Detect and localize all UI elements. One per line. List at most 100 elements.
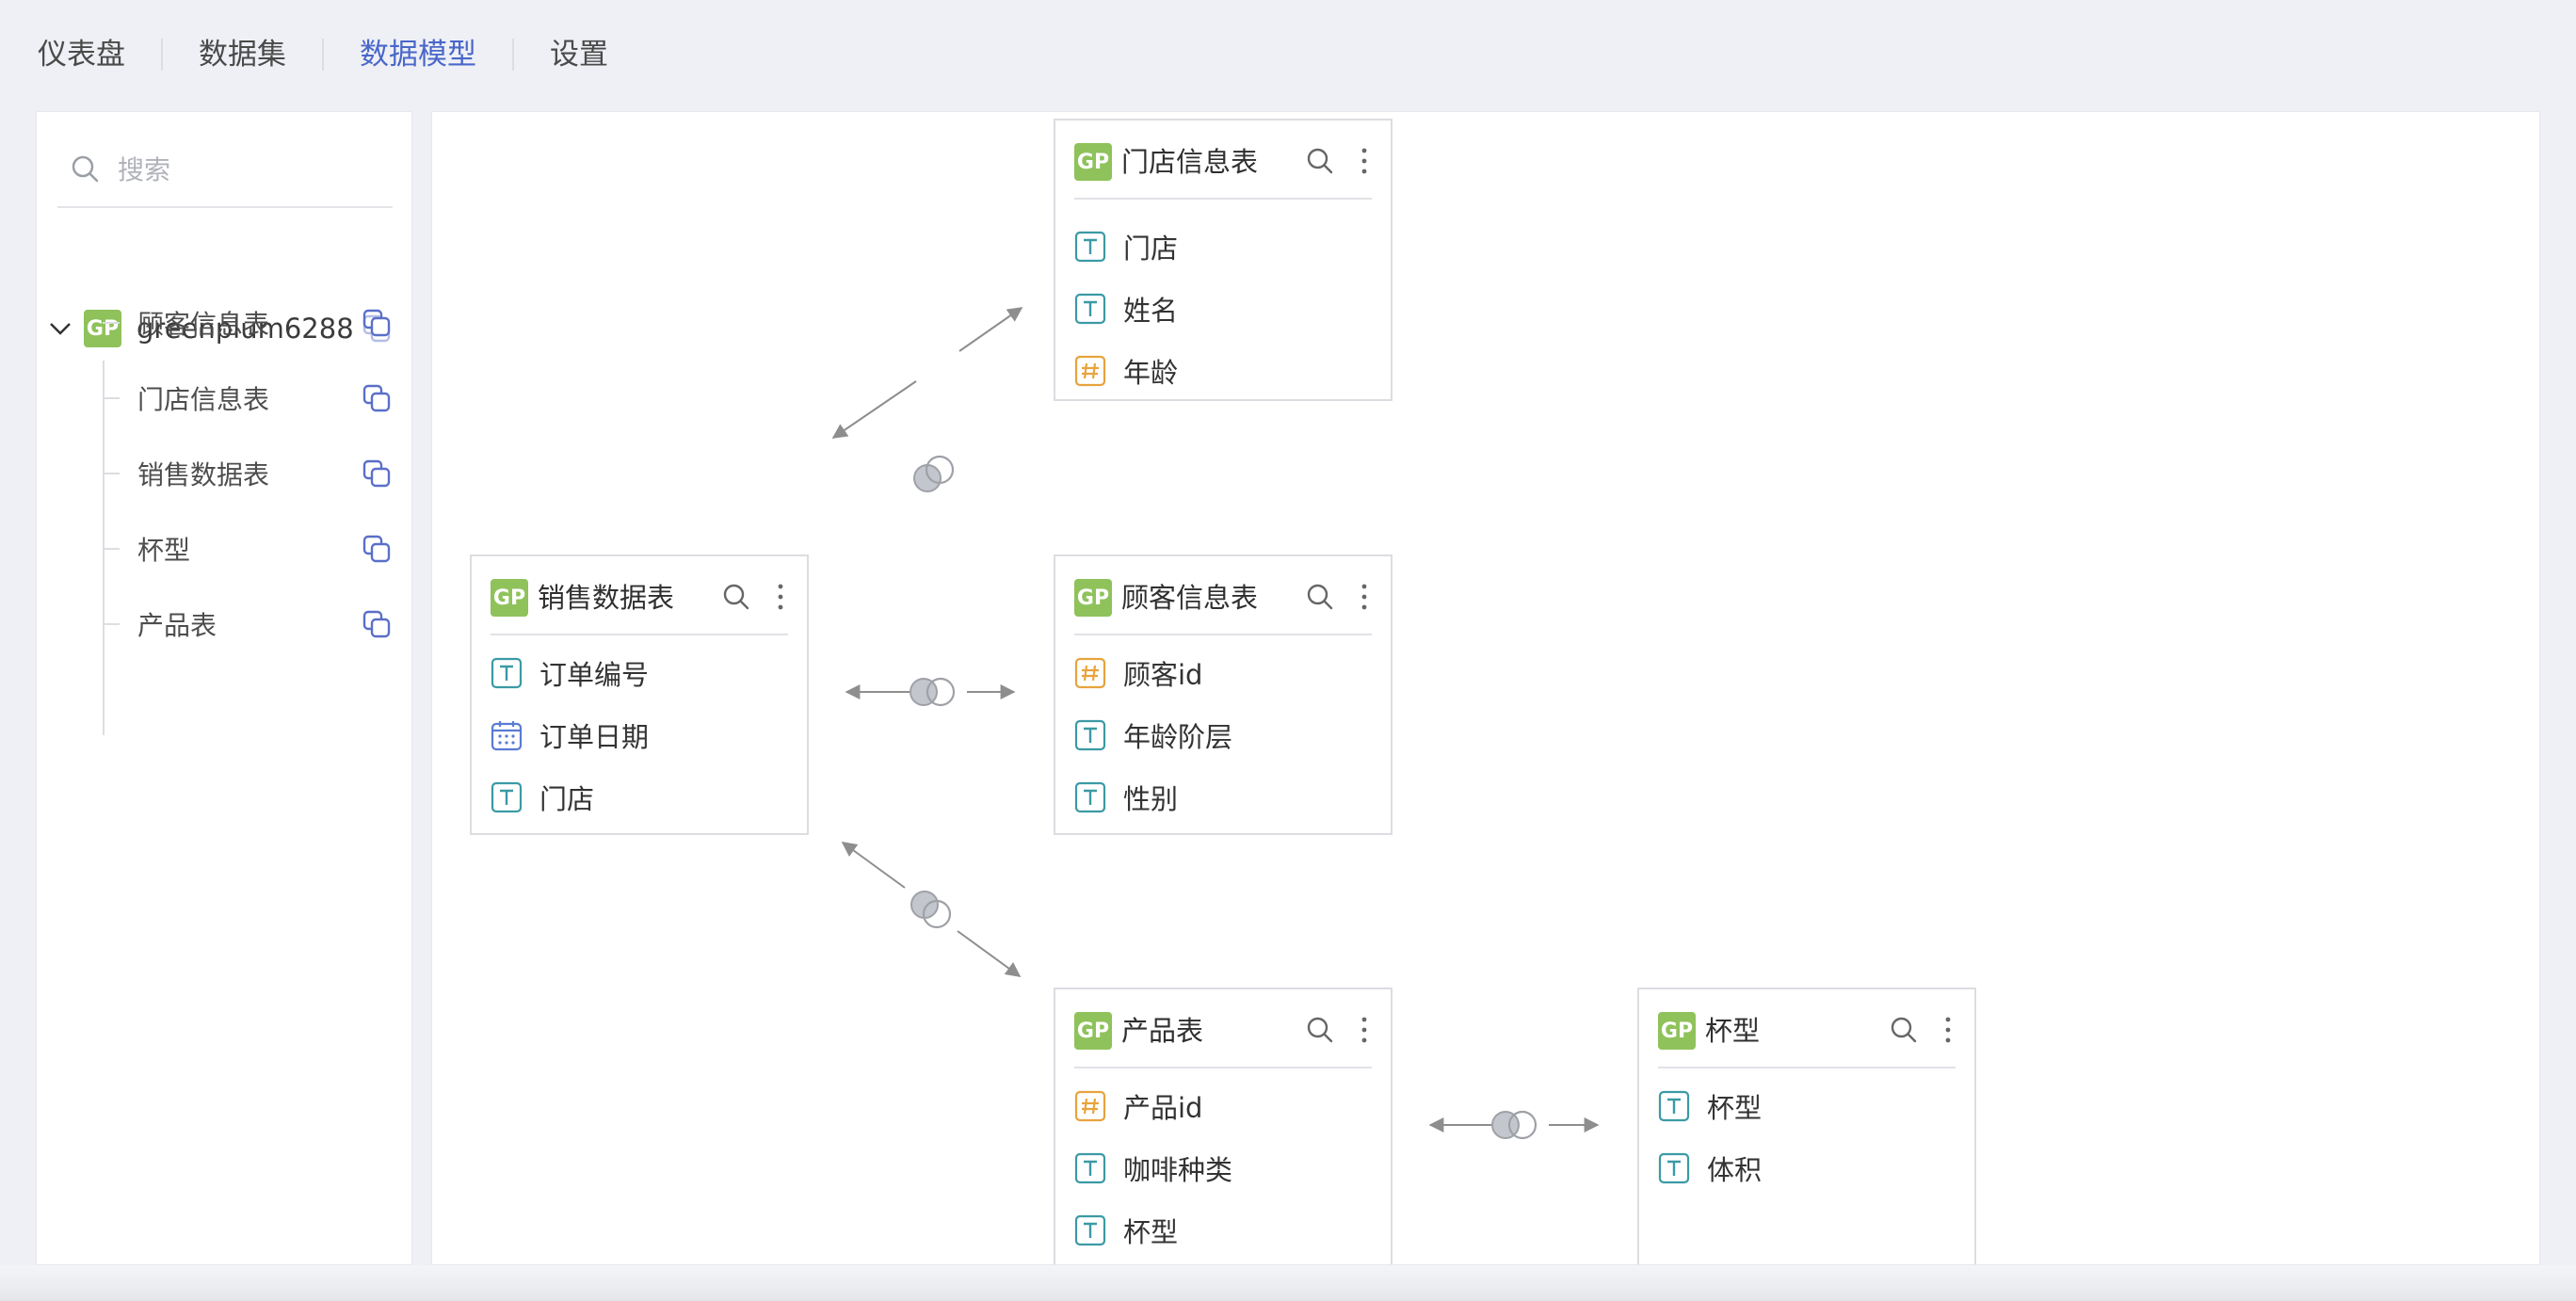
search-icon[interactable]	[720, 581, 752, 613]
model-canvas[interactable]: GP 门店信息表 门店 姓名 年龄 GP 销售数据表	[431, 111, 2540, 1265]
tab-separator	[322, 39, 324, 71]
field-row[interactable]: 杯型	[1658, 1083, 1762, 1130]
tab-data-model[interactable]: 数据模型	[360, 37, 476, 72]
number-field-icon	[1074, 657, 1106, 689]
text-field-icon	[491, 657, 523, 689]
field-row[interactable]: 门店	[1074, 223, 1178, 270]
text-field-icon	[491, 781, 523, 813]
tree-branch	[103, 473, 120, 474]
top-nav: 仪表盘 数据集 数据模型 设置	[0, 0, 2576, 109]
table-card-title: 杯型	[1705, 1015, 1761, 1047]
copy-icon[interactable]	[361, 307, 393, 339]
tab-datasets[interactable]: 数据集	[199, 37, 286, 72]
table-card-cup[interactable]: GP 杯型 杯型 体积	[1637, 988, 1976, 1264]
text-field-icon	[1074, 1214, 1106, 1246]
field-row[interactable]: 订单编号	[491, 650, 649, 697]
copy-icon[interactable]	[361, 533, 393, 565]
field-row[interactable]: 体积	[1658, 1145, 1762, 1192]
more-vertical-icon[interactable]	[1937, 1014, 1959, 1046]
tab-separator	[161, 39, 163, 71]
number-field-icon	[1074, 1090, 1106, 1122]
table-card-customer[interactable]: GP 顾客信息表 顾客id 年龄阶层 性别	[1054, 554, 1393, 835]
bottom-edge	[0, 1265, 2576, 1301]
tab-settings[interactable]: 设置	[550, 37, 608, 72]
text-field-icon	[1074, 1152, 1106, 1184]
join-link-sales-store[interactable]	[831, 307, 1023, 439]
search-icon[interactable]	[1304, 1014, 1336, 1046]
divider	[1074, 198, 1372, 200]
field-name: 订单编号	[539, 659, 650, 691]
copy-icon[interactable]	[361, 608, 393, 640]
tab-dashboard[interactable]: 仪表盘	[38, 37, 125, 72]
join-icon[interactable]	[913, 455, 955, 492]
field-name: 咖啡种类	[1123, 1154, 1233, 1186]
more-vertical-icon[interactable]	[1353, 1014, 1376, 1046]
table-card-header[interactable]: GP 顾客信息表	[1055, 556, 1391, 635]
field-name: 杯型	[1707, 1092, 1763, 1124]
copy-icon[interactable]	[361, 382, 393, 414]
field-row[interactable]: 咖啡种类	[1074, 1145, 1232, 1192]
divider	[1658, 1067, 1956, 1068]
more-vertical-icon[interactable]	[1353, 145, 1376, 177]
sidebar-item-label: 顾客信息表	[137, 309, 270, 340]
table-card-store[interactable]: GP 门店信息表 门店 姓名 年龄	[1054, 119, 1393, 401]
tree-branch	[103, 623, 120, 625]
field-row[interactable]: 性别	[1074, 774, 1178, 821]
text-field-icon	[1074, 231, 1106, 263]
greenplum-logo-icon: GP	[491, 579, 528, 617]
field-row[interactable]: 顾客id	[1074, 650, 1202, 697]
table-card-title: 顾客信息表	[1121, 582, 1259, 614]
sidebar-item-cup-table[interactable]: 杯型	[37, 519, 413, 579]
table-card-header[interactable]: GP 产品表	[1055, 989, 1391, 1068]
more-vertical-icon[interactable]	[1353, 581, 1376, 613]
field-name: 产品id	[1123, 1092, 1203, 1124]
greenplum-logo-icon: GP	[1074, 579, 1112, 617]
tree-branch	[103, 548, 120, 550]
text-field-icon	[1658, 1152, 1690, 1184]
sidebar-item-label: 产品表	[137, 610, 217, 641]
table-card-product[interactable]: GP 产品表 产品id 咖啡种类 杯型	[1054, 988, 1393, 1264]
sidebar: GP greenplum6288 顾客信息表 门店信息表 销售数据表	[36, 111, 412, 1265]
search-icon[interactable]	[1888, 1014, 1920, 1046]
chevron-down-icon[interactable]	[46, 314, 74, 343]
field-row[interactable]: 产品id	[1074, 1083, 1202, 1130]
join-link-sales-product[interactable]	[841, 842, 1022, 977]
field-name: 杯型	[1123, 1216, 1179, 1248]
join-icon[interactable]	[910, 677, 956, 707]
search-input[interactable]	[118, 153, 381, 185]
table-card-title: 产品表	[1121, 1015, 1204, 1047]
field-row[interactable]: 年龄阶层	[1074, 712, 1232, 759]
field-row[interactable]: 年龄	[1074, 347, 1178, 394]
text-field-icon	[1074, 781, 1106, 813]
search-icon[interactable]	[1304, 145, 1336, 177]
table-card-sales[interactable]: GP 销售数据表 订单编号 订单日期 门店	[470, 554, 809, 835]
divider	[1074, 634, 1372, 635]
table-card-header[interactable]: GP 销售数据表	[472, 556, 807, 635]
field-row[interactable]: 姓名	[1074, 285, 1178, 332]
sidebar-item-sales-table[interactable]: 销售数据表	[37, 443, 413, 504]
more-vertical-icon[interactable]	[769, 581, 792, 613]
copy-icon[interactable]	[361, 458, 393, 490]
tree-branch	[103, 397, 120, 399]
text-field-icon	[1074, 719, 1106, 751]
search-box	[57, 133, 393, 208]
table-card-header[interactable]: GP 杯型	[1639, 989, 1974, 1068]
join-icon[interactable]	[910, 891, 952, 929]
field-row[interactable]: 杯型	[1074, 1207, 1178, 1254]
sidebar-item-product-table[interactable]: 产品表	[37, 594, 413, 654]
field-row[interactable]: 订单日期	[491, 712, 649, 759]
table-card-header[interactable]: GP 门店信息表	[1055, 120, 1391, 200]
divider	[491, 634, 788, 635]
greenplum-logo-icon: GP	[1074, 143, 1112, 181]
search-icon	[72, 155, 99, 183]
join-icon[interactable]	[1491, 1110, 1538, 1140]
field-name: 年龄	[1123, 357, 1179, 389]
field-row[interactable]: 门店	[491, 774, 594, 821]
sidebar-item-store-table[interactable]: 门店信息表	[37, 368, 413, 428]
field-name: 门店	[1123, 233, 1179, 265]
calendar-icon	[491, 721, 523, 751]
sidebar-item-customer-table[interactable]: 顾客信息表	[37, 293, 413, 353]
text-field-icon	[1658, 1090, 1690, 1122]
field-name: 订单日期	[539, 721, 650, 753]
search-icon[interactable]	[1304, 581, 1336, 613]
